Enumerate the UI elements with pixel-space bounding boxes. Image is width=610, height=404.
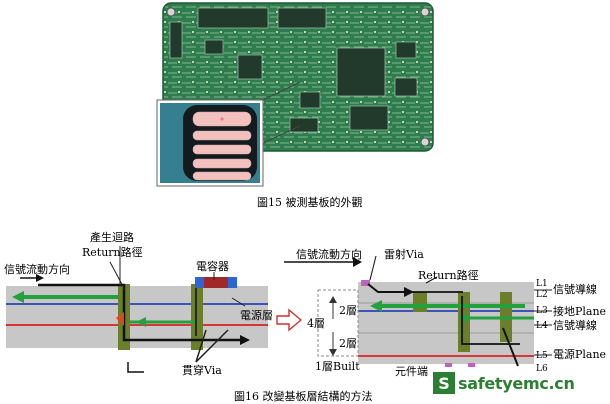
left-via-2	[191, 284, 203, 350]
layer-bracket	[317, 289, 359, 357]
capacitor	[195, 277, 237, 288]
laser-via	[361, 280, 370, 286]
figure16-caption: 圖16 改變基板層結構的方法	[234, 390, 373, 403]
watermark-text: safetyemc.cn	[458, 373, 575, 393]
layer-code-l6: L6	[536, 364, 548, 374]
right-via-1	[413, 292, 427, 312]
loop-marker	[116, 312, 124, 326]
signal-label-right: 信號流動方向	[296, 248, 362, 261]
component-label: 元件端	[395, 365, 428, 378]
watermark-icon: S	[433, 372, 455, 394]
watermark: S safetyemc.cn	[433, 371, 575, 395]
layer-2-top-label: 2層	[339, 304, 357, 317]
capacitor-pad-left	[195, 277, 204, 288]
loop-label: 產生迴路	[90, 231, 134, 244]
capacitor-pad-right	[228, 277, 237, 288]
capacitor-label: 電容器	[196, 260, 229, 273]
layer-code-l4: L4	[536, 321, 548, 331]
return-label-left: Return路徑	[82, 246, 143, 259]
signal-trace-label-1: 信號導線	[553, 283, 597, 296]
power-label-left: 電源層	[240, 309, 273, 322]
layer-code-l2: L2	[536, 290, 548, 300]
figure15-caption: 圖15 被測基板的外觀	[257, 196, 363, 209]
right-via-2	[458, 292, 470, 352]
power-plane-label: 電源Plane	[553, 348, 607, 361]
laser-via-label: 雷射Via	[384, 248, 424, 261]
return-label-right: Return路徑	[418, 269, 479, 282]
layer-code-l5: L5	[536, 351, 548, 361]
signal-label-left: 信號流動方向	[4, 263, 70, 276]
ground-plane-label: 接地Plane	[553, 305, 607, 318]
layer-code-l3: L3	[536, 306, 548, 316]
via-label: 貫穿Via	[182, 364, 222, 377]
layer-4-label: 4層	[307, 317, 325, 330]
layer-code-l1: L1	[536, 279, 548, 289]
signal-trace-label-2: 信號導線	[553, 319, 597, 332]
built-label: 1層Built	[315, 360, 360, 373]
layer-2-bottom-label: 2層	[339, 337, 357, 350]
right-signal-path	[367, 283, 406, 293]
